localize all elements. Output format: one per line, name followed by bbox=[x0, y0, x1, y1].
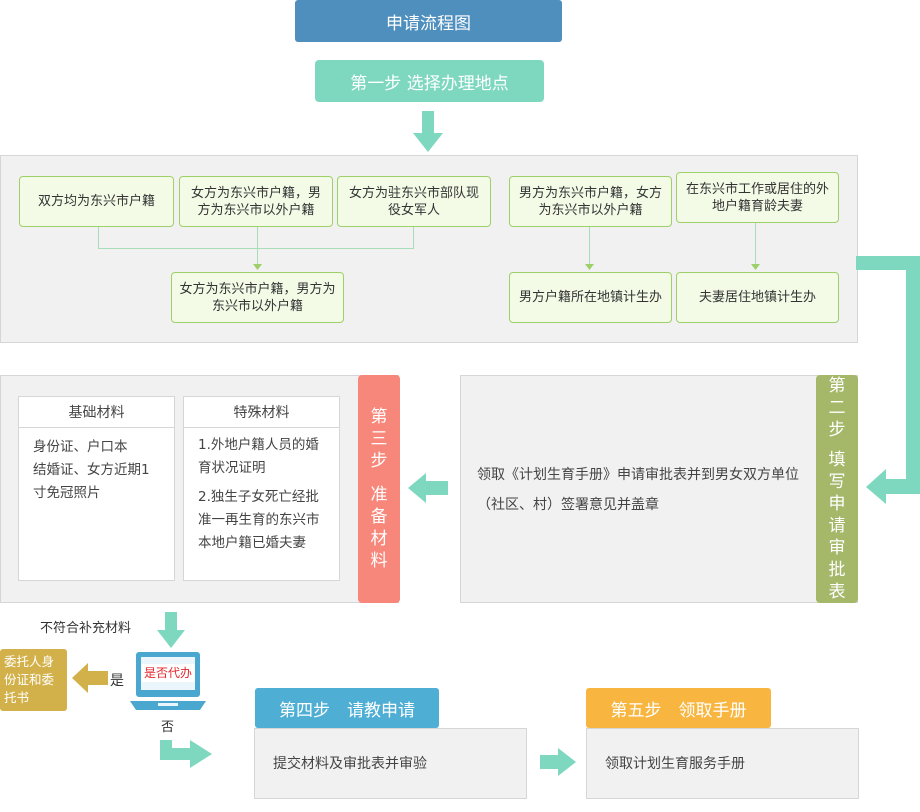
condition-box-military: 女方为驻东兴市部队现役女军人 bbox=[337, 176, 491, 227]
step5-panel bbox=[586, 728, 859, 799]
left-arrow-icon bbox=[408, 473, 448, 503]
decision-no-label: 否 bbox=[161, 720, 175, 735]
down-arrow-icon bbox=[413, 111, 443, 152]
left-arrow-icon bbox=[72, 663, 108, 693]
step3-char: 步 bbox=[370, 451, 388, 471]
small-arrow-icon bbox=[751, 264, 760, 270]
basic-material-line: 身份证、户口本 bbox=[33, 439, 128, 455]
small-arrow-icon bbox=[253, 264, 262, 270]
connector-line bbox=[413, 227, 414, 248]
step2-char: 请 bbox=[828, 516, 846, 536]
step3-char: 三 bbox=[370, 429, 388, 449]
step1-label: 第一步 选择办理地点 bbox=[315, 60, 544, 102]
step3-char: 第 bbox=[370, 407, 388, 427]
step2-panel bbox=[460, 375, 858, 603]
step4-panel bbox=[254, 728, 527, 799]
elbow-arrow-icon bbox=[856, 256, 920, 504]
special-material-item: 2.独生子女死亡经批准一再生育的东兴市本地户籍已婚夫妻 bbox=[198, 489, 320, 551]
step3-char: 料 bbox=[370, 551, 388, 571]
basic-materials-header: 基础材料 bbox=[19, 397, 174, 428]
special-materials-body: 1.外地户籍人员的婚育状况证明 2.独生子女死亡经批准一再生育的东兴市本地户籍已… bbox=[184, 428, 339, 555]
condition-box-wife-local: 女方为东兴市户籍，男方为东兴市以外户籍 bbox=[179, 176, 333, 227]
step4-label: 第四步 请教申请 bbox=[255, 688, 439, 728]
result-box-husband-town: 男方户籍所在地镇计生办 bbox=[509, 272, 672, 323]
result-box-left: 女方为东兴市户籍，男方为东兴市以外户籍 bbox=[171, 272, 344, 323]
step2-instruction: 领取《计划生育手册》申请审批表并到男女双方单位（社区、村）签署意见并盖章 bbox=[477, 467, 799, 513]
connector-line bbox=[98, 227, 99, 248]
step1-panel: 双方均为东兴市户籍 女方为东兴市户籍，男方为东兴市以外户籍 女方为驻东兴市部队现… bbox=[0, 155, 858, 343]
basic-materials-card: 基础材料 身份证、户口本 结婚证、女方近期1寸免冠照片 bbox=[18, 396, 175, 581]
condition-box-husband-local: 男方为东兴市户籍，女方为东兴市以外户籍 bbox=[509, 176, 672, 227]
right-arrow-icon bbox=[540, 748, 576, 776]
step3-char: 备 bbox=[370, 507, 388, 527]
step2-char: 审 bbox=[828, 538, 846, 558]
basic-materials-body: 身份证、户口本 结婚证、女方近期1寸免冠照片 bbox=[19, 428, 174, 505]
condition-box-nonlocal-couple: 在东兴市工作或居住的外地户籍育龄夫妻 bbox=[676, 172, 839, 223]
step2-char: 二 bbox=[828, 398, 846, 418]
laptop-icon: 是否代办 bbox=[130, 652, 206, 712]
step5-text: 领取计划生育服务手册 bbox=[605, 756, 745, 772]
condition-box-both-local: 双方均为东兴市户籍 bbox=[19, 176, 174, 227]
connector-line bbox=[98, 248, 414, 249]
laptop-shape bbox=[130, 652, 206, 710]
connector-line bbox=[755, 223, 756, 269]
decision-question: 是否代办 bbox=[141, 664, 195, 682]
result-box-residence-town: 夫妻居住地镇计生办 bbox=[676, 272, 839, 323]
step3-char: 材 bbox=[370, 529, 388, 549]
basic-material-line: 结婚证、女方近期1寸免冠照片 bbox=[33, 462, 150, 501]
step2-char: 申 bbox=[828, 494, 846, 514]
step2-char: 第 bbox=[828, 376, 846, 396]
special-materials-header: 特殊材料 bbox=[184, 397, 339, 428]
decision-yes-label: 是 bbox=[110, 673, 124, 689]
down-arrow-icon bbox=[157, 612, 185, 648]
connector-line bbox=[589, 227, 590, 269]
step4-text: 提交材料及审批表并审验 bbox=[273, 756, 427, 772]
small-arrow-icon bbox=[585, 264, 594, 270]
step3-label: 第 三 步 准 备 材 料 bbox=[358, 375, 400, 603]
flowchart-title: 申请流程图 bbox=[295, 0, 562, 42]
step2-char: 表 bbox=[828, 582, 846, 602]
step2-char: 批 bbox=[828, 560, 846, 580]
step2-char: 写 bbox=[828, 472, 846, 492]
step2-char: 步 bbox=[828, 420, 846, 440]
step2-label: 第 二 步 填 写 申 请 审 批 表 bbox=[816, 375, 858, 603]
elbow-right-arrow-icon bbox=[160, 740, 212, 768]
special-material-item: 1.外地户籍人员的婚育状况证明 bbox=[198, 437, 319, 476]
step5-label: 第五步 领取手册 bbox=[586, 688, 771, 728]
special-materials-card: 特殊材料 1.外地户籍人员的婚育状况证明 2.独生子女死亡经批准一再生育的东兴市… bbox=[183, 396, 340, 581]
supplement-note: 不符合补充材料 bbox=[40, 621, 132, 636]
step2-char: 填 bbox=[828, 450, 846, 470]
proxy-documents-box: 委托人身份证和委托书 bbox=[0, 649, 67, 711]
step3-char: 准 bbox=[370, 485, 388, 505]
